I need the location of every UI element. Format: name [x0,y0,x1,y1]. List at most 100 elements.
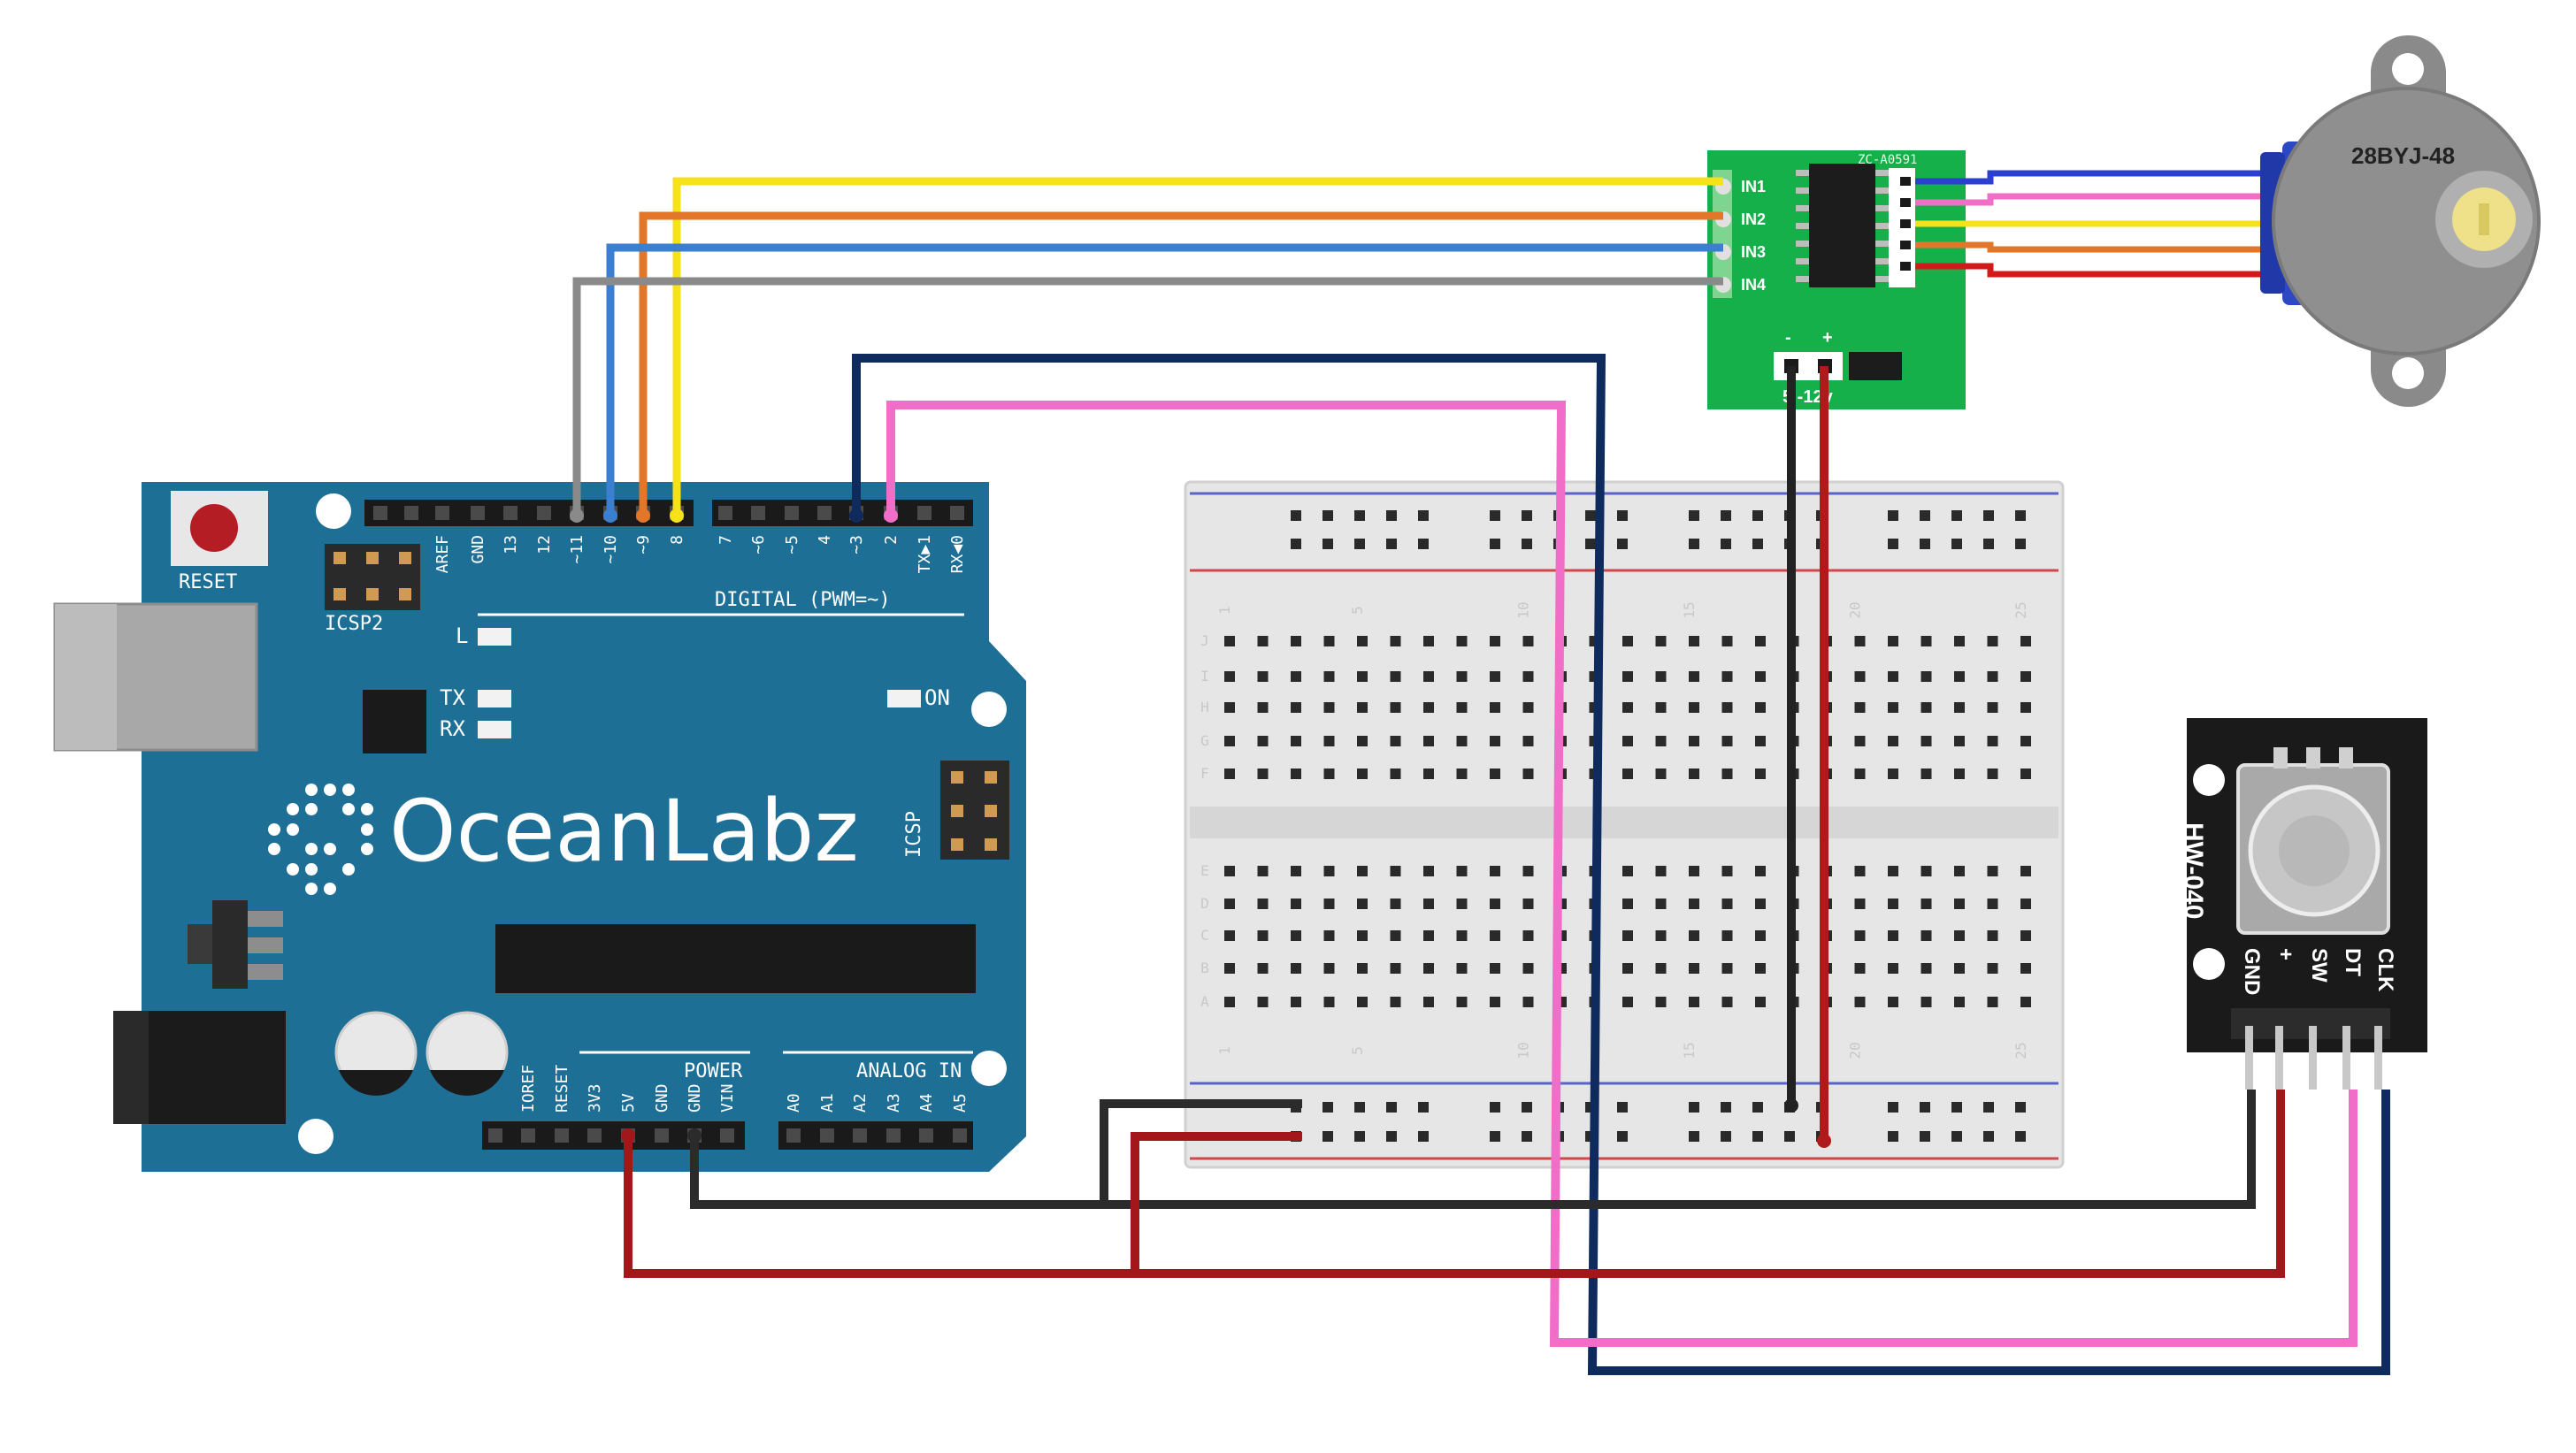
motor-label: 28BYJ-48 [2351,142,2455,169]
usb-chip [363,690,426,753]
analog-pin-hole[interactable] [953,1128,967,1143]
wire-driver-motor-blue [1915,170,2260,185]
digital-label: DIGITAL (PWM=~) [715,589,891,611]
digital-pin-label: 13 [502,535,520,554]
driver-plus-label: + [1822,328,1833,348]
analog-pin-label: A5 [951,1093,970,1113]
digital-pin-label: GND [469,535,487,564]
wire-pin2-dt-pink [886,401,2358,1347]
wire-driver-motor-orange [1915,241,2260,253]
led-tx-label: TX [440,685,465,710]
digital-pin-label: RX◀0 [948,535,967,573]
driver-input-label: IN3 [1741,243,1766,261]
digital-pin-label: ~9 [634,535,653,554]
led-tx [478,690,511,707]
digital-pin-hole[interactable] [817,506,832,520]
power-label: POWER [684,1060,743,1082]
encoder-pin-label: DT [2341,948,2365,976]
digital-pin-label: 12 [535,535,554,554]
breadboard-column-number: 5 [1349,606,1366,615]
analog-pin-hole[interactable] [919,1128,933,1143]
analog-pin-label: A1 [818,1093,837,1113]
analog-header [778,1121,973,1150]
digital-pin-hole[interactable] [785,506,799,520]
digital-pin-label: ~10 [602,535,620,564]
digital-pin-label: ~11 [568,535,586,564]
digital-pin-label: ~3 [847,535,866,554]
digital-pin-hole[interactable] [435,506,449,520]
breadboard-column-number: 25 [2012,1042,2029,1059]
atmega-chip [495,924,976,993]
digital-pin-hole[interactable] [751,506,765,520]
led-l-label: L [456,623,468,648]
power-pin-label: IOREF [519,1065,538,1113]
reset-button[interactable] [171,491,268,566]
led-rx [478,721,511,738]
analog-pin-hole[interactable] [786,1128,801,1143]
breadboard-column-number: 15 [1681,1042,1698,1059]
power-pin-label: GND [686,1083,704,1113]
icsp-label: ICSP [903,811,925,858]
brand-name: OceanLabz [389,782,859,881]
analog-pin-hole[interactable] [853,1128,867,1143]
breadboard-row-letter: G [1200,732,1209,749]
breadboard-column-number: 1 [1216,1046,1233,1055]
digital-pin-hole[interactable] [718,506,732,520]
power-pin-hole[interactable] [555,1128,569,1143]
led-rx-label: RX [440,716,465,741]
icsp2-label: ICSP2 [325,613,383,635]
breadboard-row-letter: A [1200,993,1209,1010]
breadboard-row-letter: C [1200,927,1209,944]
power-pin-label: GND [653,1083,671,1113]
digital-pin-label: TX▶1 [916,535,934,573]
digital-pin-label: 4 [816,535,834,545]
reset-label: RESET [179,571,237,593]
wire-pin10-in3-blue [606,243,1723,516]
capacitor-1 [334,1011,418,1096]
wires [572,170,2390,1375]
stepper-motor-28byj48: 28BYJ-48 [2260,35,2541,407]
digital-pin-hole[interactable] [503,506,518,520]
led-on-label: ON [924,685,950,710]
wire-pin11-in4-gray [572,277,1723,516]
encoder-pin-label: CLK [2373,948,2397,992]
power-pin-hole[interactable] [655,1128,669,1143]
breadboard-row-letter: D [1200,895,1209,912]
breadboard-column-number: 5 [1349,1046,1366,1055]
analog-pin-label: A2 [851,1093,870,1113]
icsp2-header [325,544,420,610]
digital-pin-hole[interactable] [917,506,932,520]
encoder-model-label: HW-040 [2179,822,2208,919]
power-pin-hole[interactable] [488,1128,502,1143]
breadboard-row-letter: F [1200,765,1209,782]
led-l [478,628,511,646]
power-jumper[interactable] [1849,352,1902,380]
analog-pin-hole[interactable] [886,1128,901,1143]
wire-5v-breadboard-red [1131,1132,1302,1273]
power-pin-hole[interactable] [587,1128,602,1143]
breadboard-row-letter: J [1200,632,1209,649]
digital-pin-label: ~6 [749,535,768,554]
digital-pin-hole[interactable] [471,506,485,520]
power-pins [1774,352,1843,380]
driver-input-label: IN4 [1741,276,1766,294]
analog-pin-hole[interactable] [820,1128,834,1143]
voltage-regulator [188,900,283,989]
analog-label: ANALOG IN [856,1060,962,1082]
breadboard-row-letter: E [1200,862,1209,879]
breadboard-column-number: 15 [1681,601,1698,618]
power-pin-hole[interactable] [521,1128,535,1143]
digital-pin-hole[interactable] [950,506,964,520]
power-pin-hole[interactable] [720,1128,734,1143]
analog-pin-label: A0 [785,1093,803,1113]
oceanlabz-logo-icon [268,784,373,895]
wire-arduino-5v-red [624,1090,2285,1278]
wire-pin9-in2-orange [639,211,1723,516]
breadboard-column-number: 1 [1216,606,1233,615]
digital-pin-hole[interactable] [537,506,551,520]
digital-pin-label: 2 [882,535,901,545]
